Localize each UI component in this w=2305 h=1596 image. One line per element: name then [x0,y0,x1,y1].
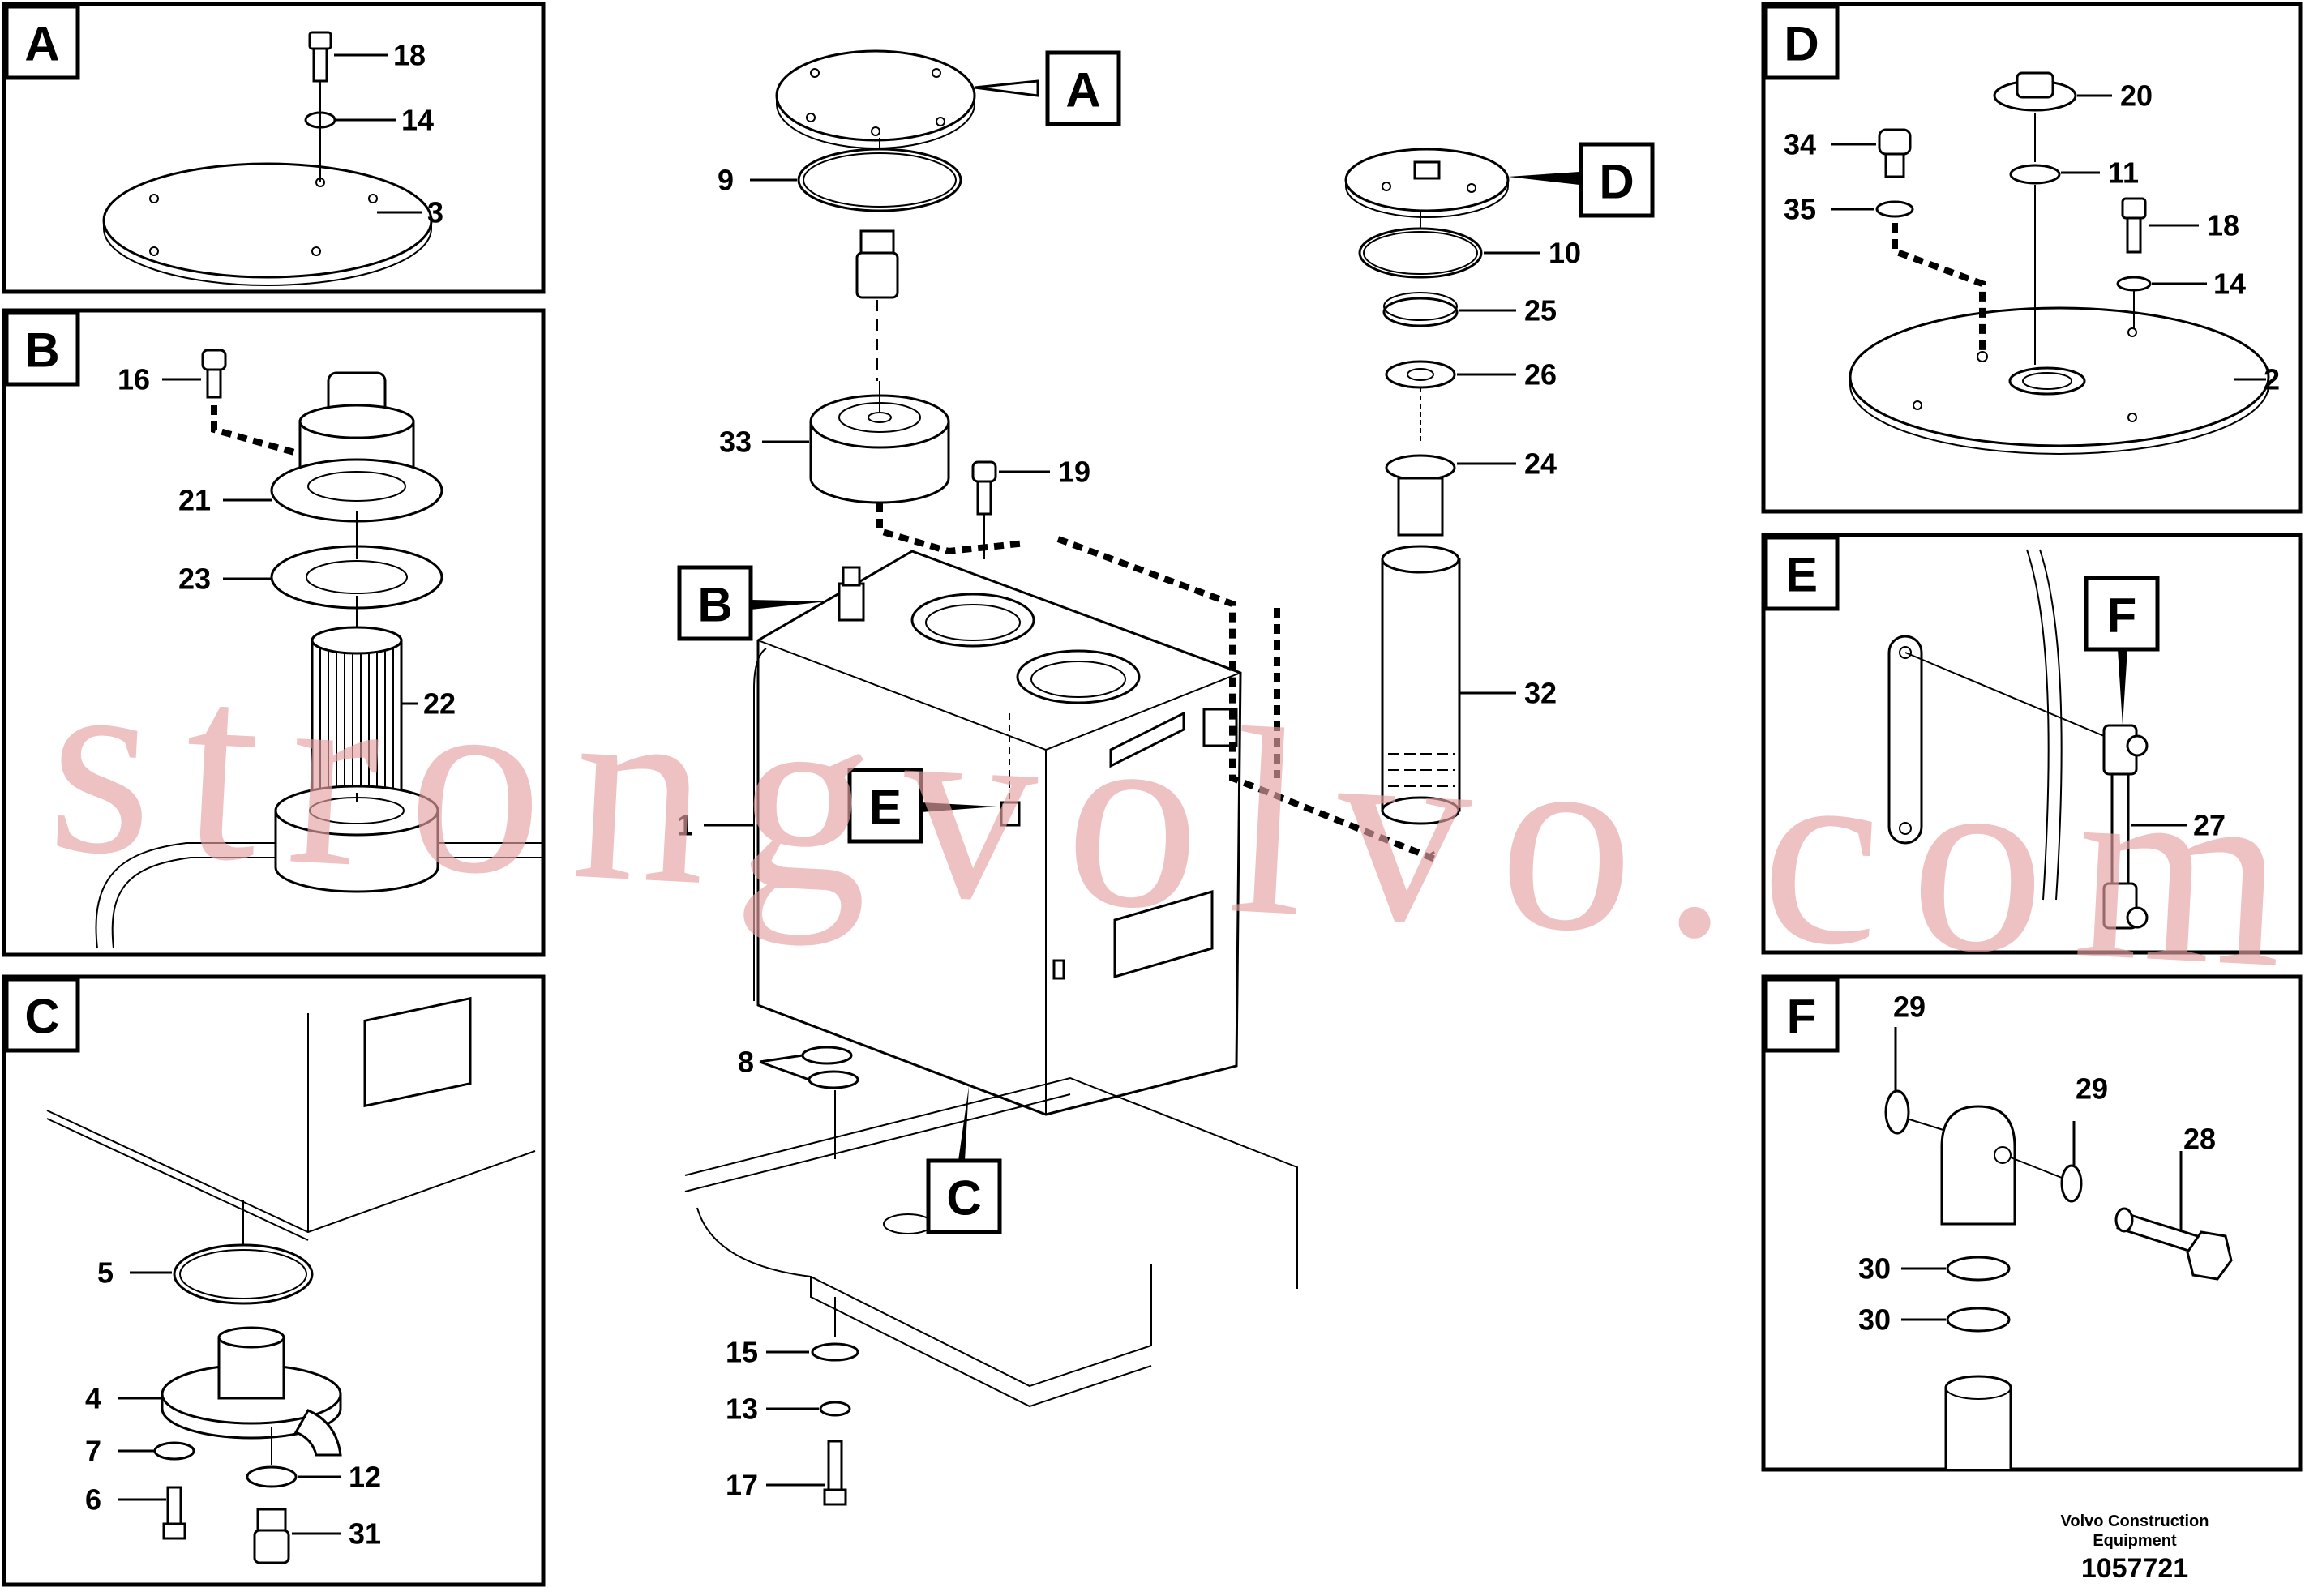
callout-35: 35 [1784,193,1816,226]
callout-31: 31 [349,1517,381,1551]
panel-f-label: F [1787,990,1817,1044]
callout-24: 24 [1524,447,1557,481]
callout-3: 3 [427,196,443,229]
tag-c: C [946,1171,981,1226]
callout-32: 32 [1524,677,1557,710]
callout-12: 12 [349,1461,381,1494]
callout-30-a: 30 [1858,1252,1891,1286]
panel-b: B [2,308,546,957]
panel-d: D 20 11 34 35 18 14 2 [1761,2,2303,514]
callout-14: 14 [401,104,434,137]
callout-25: 25 [1524,294,1557,327]
tag-a: A [1065,63,1100,118]
callout-29-a: 29 [1893,991,1926,1024]
callout-6: 6 [85,1483,101,1517]
callout-22: 22 [423,687,456,721]
callout-34: 34 [1784,128,1816,161]
drawing-number: 1057721 [2080,1553,2189,1584]
callout-1: 1 [677,809,693,842]
callout-4: 4 [85,1382,101,1415]
panel-c-label: C [24,990,59,1044]
panel-a: A 18 14 3 [2,2,546,294]
maker-line-1: Volvo Construction [2060,1513,2209,1530]
callout-23: 23 [178,563,211,596]
callout-7: 7 [85,1435,101,1468]
callout-15: 15 [726,1336,758,1369]
callout-16: 16 [118,363,150,396]
tag-d: D [1599,155,1634,209]
callout-18-d: 18 [2207,209,2239,242]
callout-21: 21 [178,484,211,517]
callout-33: 33 [719,426,752,459]
main-assembly: A 9 33 19 [677,49,1655,1506]
callout-9: 9 [718,164,734,197]
callout-10: 10 [1549,237,1581,270]
panel-c: C 5 4 7 6 12 31 [2,974,546,1587]
callout-5: 5 [97,1256,114,1290]
callout-28: 28 [2183,1123,2216,1156]
callout-27: 27 [2193,809,2226,842]
callout-20: 20 [2120,79,2153,113]
callout-13: 13 [726,1393,758,1426]
callout-29-b: 29 [2076,1072,2108,1106]
callout-17: 17 [726,1469,758,1502]
panel-e: E F 27 [1761,533,2303,955]
panel-a-label: A [24,17,59,71]
callout-8: 8 [738,1046,754,1079]
tag-f: F [2107,588,2137,643]
callout-26: 26 [1524,358,1557,392]
panel-b-label: B [24,323,59,378]
tag-b: B [697,578,732,632]
panel-d-label: D [1784,17,1819,71]
callout-11: 11 [2108,156,2139,190]
panel-f: F 29 29 28 30 30 [1761,974,2303,1472]
tag-e: E [869,781,902,835]
callout-18: 18 [393,39,426,72]
callout-14-d: 14 [2213,267,2246,301]
panel-e-label: E [1785,548,1818,602]
footer: Volvo Construction Equipment 1057721 [2013,1512,2256,1585]
callout-19: 19 [1058,456,1090,489]
callout-2: 2 [2264,363,2280,396]
callout-30-b: 30 [1858,1303,1891,1337]
maker-line-2: Equipment [2093,1532,2177,1550]
